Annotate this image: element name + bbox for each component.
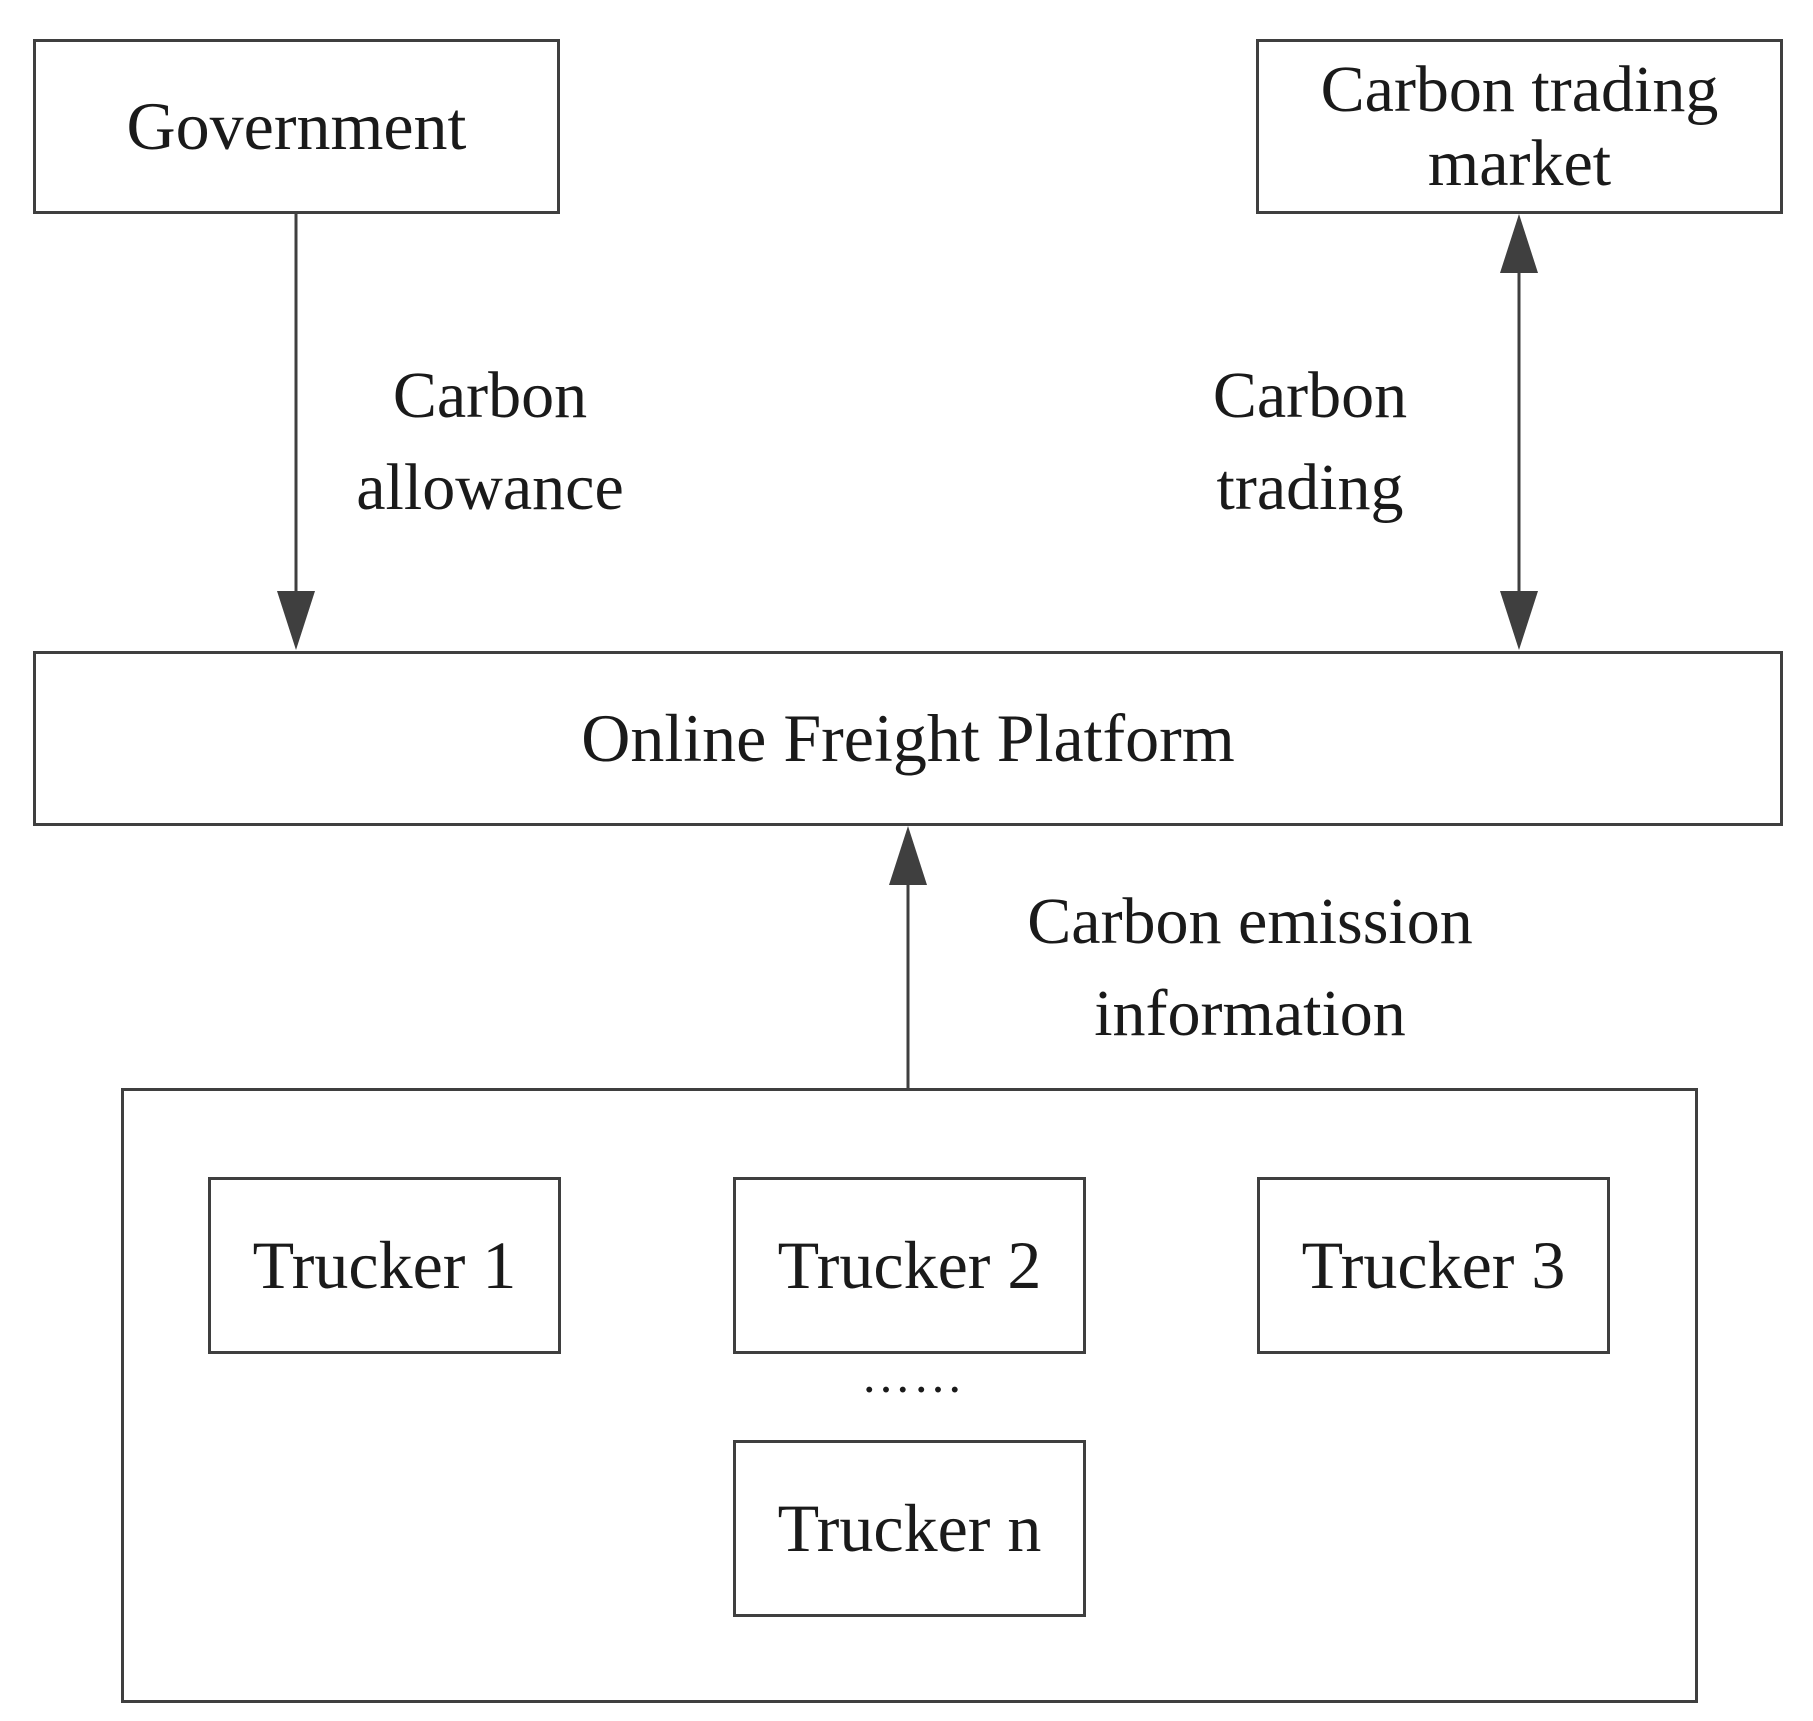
trucker-n-label: Trucker n xyxy=(777,1490,1042,1567)
allowance-arrowhead xyxy=(277,591,315,650)
trading-arrowhead-up xyxy=(1500,214,1538,273)
carbon-trading-label-line-2: trading xyxy=(1216,451,1404,525)
carbon-emission-information-label-line-2: information xyxy=(1094,977,1406,1051)
government-label: Government xyxy=(126,88,467,165)
trucker-1-label: Trucker 1 xyxy=(252,1227,517,1304)
carbon-allowance-label-line-1: Carbon xyxy=(392,359,588,432)
trucker-n-node: Trucker n xyxy=(733,1440,1086,1617)
carbon-trading-market-node: Carbon trading market xyxy=(1256,39,1783,214)
carbon-allowance-label-line-2: allowance xyxy=(356,451,624,525)
carbon-trading-label: Carbon trading xyxy=(1160,350,1460,535)
trucker-2-node: Trucker 2 xyxy=(733,1177,1086,1354)
government-node: Government xyxy=(33,39,560,214)
trucker-1-node: Trucker 1 xyxy=(208,1177,561,1354)
carbon-emission-information-label-line-1: Carbon emission xyxy=(1027,885,1473,958)
trucker-3-node: Trucker 3 xyxy=(1257,1177,1610,1354)
trucker-3-label: Trucker 3 xyxy=(1301,1227,1566,1304)
trucker-ellipsis: …… xyxy=(861,1347,965,1403)
trucker-2-label: Trucker 2 xyxy=(777,1227,1042,1304)
online-freight-platform-node: Online Freight Platform xyxy=(33,651,1783,826)
carbon-allowance-label: Carbon allowance xyxy=(320,350,660,535)
carbon-trading-label-line-1: Carbon xyxy=(1212,359,1408,432)
carbon-emission-information-label: Carbon emission information xyxy=(960,876,1540,1061)
trading-arrowhead-down xyxy=(1500,591,1538,650)
online-freight-platform-label: Online Freight Platform xyxy=(581,700,1235,777)
carbon-trading-market-label-line-2: market xyxy=(1427,126,1612,200)
emission-arrowhead xyxy=(889,826,927,885)
carbon-trading-market-label-line-1: Carbon trading xyxy=(1320,52,1719,126)
